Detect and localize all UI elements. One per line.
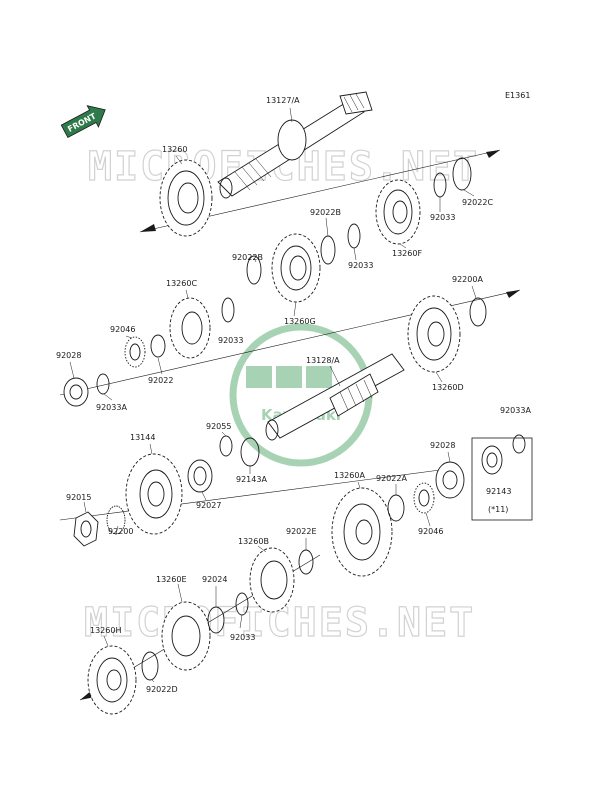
label-13260h: 13260H <box>90 626 121 635</box>
label-13260g: 13260G <box>284 317 316 326</box>
label-92033a-right: 92033A <box>500 406 531 415</box>
gear-13260h <box>87 645 137 715</box>
seal-92028-left <box>63 377 89 407</box>
label-92143: 92143 <box>486 487 511 496</box>
label-92033-d: 92033 <box>230 633 255 642</box>
label-92143a: 92143A <box>236 475 267 484</box>
gear-13260a <box>331 487 393 577</box>
gear-13144 <box>125 453 183 535</box>
callout-box-92143 <box>471 437 533 521</box>
label-13260e: 13260E <box>156 575 187 584</box>
ring-92033a-right <box>512 434 526 454</box>
label-13260d: 13260D <box>432 383 464 392</box>
label-92015: 92015 <box>66 493 91 502</box>
label-92022c: 92022C <box>462 198 493 207</box>
label-92028-left: 92028 <box>56 351 81 360</box>
label-13260: 13260 <box>162 145 187 154</box>
label-92022e: 92022E <box>286 527 317 536</box>
label-13144: 13144 <box>130 433 155 442</box>
label-13127a: 13127/A <box>266 96 300 105</box>
label-13128a: 13128/A <box>306 356 340 365</box>
gear-13260d <box>407 295 461 373</box>
label-13260a: 13260A <box>334 471 365 480</box>
ring-92022b-left <box>246 255 262 285</box>
ring-92200a <box>469 297 487 327</box>
label-92022b-top: 92022B <box>310 208 341 217</box>
ring-92022c <box>452 157 472 191</box>
ring-92055 <box>219 435 233 457</box>
label-13260b: 13260B <box>238 537 269 546</box>
seal-92028-right <box>435 461 465 499</box>
label-92022d: 92022D <box>146 685 178 694</box>
ring-92022b-top <box>320 235 336 265</box>
gear-13260e <box>161 601 211 671</box>
ring-92022a <box>387 494 405 522</box>
label-92022: 92022 <box>148 376 173 385</box>
label-92033-c: 92033 <box>218 336 243 345</box>
shaft-13128a-splines <box>339 379 373 411</box>
label-13260c: 13260C <box>166 279 197 288</box>
shaft-13127a <box>217 91 373 199</box>
label-92027: 92027 <box>196 501 221 510</box>
ring-92033a-left <box>96 373 110 395</box>
bearing-92046-left <box>124 336 146 368</box>
label-92200a: 92200A <box>452 275 483 284</box>
leader-lines <box>69 107 477 683</box>
label-note-11: (*11) <box>488 505 508 514</box>
gear-13260g <box>271 233 321 303</box>
ring-92033-b <box>347 223 361 249</box>
gear-13260 <box>159 159 213 237</box>
label-92046-left: 92046 <box>110 325 135 334</box>
label-92033-a: 92033 <box>430 213 455 222</box>
label-92022a: 92022A <box>376 474 407 483</box>
gear-13260f <box>375 179 421 245</box>
label-92024: 92024 <box>202 575 227 584</box>
front-arrow-icon: FRONT <box>60 105 106 139</box>
gear-13260b <box>249 547 295 613</box>
shaft-splines <box>234 93 365 191</box>
label-92033a-left: 92033A <box>96 403 127 412</box>
shaft-13128a <box>265 353 405 441</box>
label-92055: 92055 <box>206 422 231 431</box>
label-92046-right: 92046 <box>418 527 443 536</box>
label-92200: 92200 <box>108 527 133 536</box>
bearing-92046-right <box>413 482 435 514</box>
gear-13260c <box>169 297 211 359</box>
label-92028-right: 92028 <box>430 441 455 450</box>
part-labels: 13127/A 13260 92022B 92022B 92033 92033 … <box>56 96 531 694</box>
ring-92022e <box>298 549 314 575</box>
diagram-code: E1361 <box>505 91 530 100</box>
ring-92022d <box>141 651 159 681</box>
ring-92022 <box>150 334 166 358</box>
nut-92015 <box>73 511 99 547</box>
label-92022b-left: 92022B <box>232 253 263 262</box>
ring-92033-c <box>221 297 235 323</box>
label-13260f: 13260F <box>392 249 422 258</box>
bushing-92027 <box>187 459 213 493</box>
label-92033-b: 92033 <box>348 261 373 270</box>
